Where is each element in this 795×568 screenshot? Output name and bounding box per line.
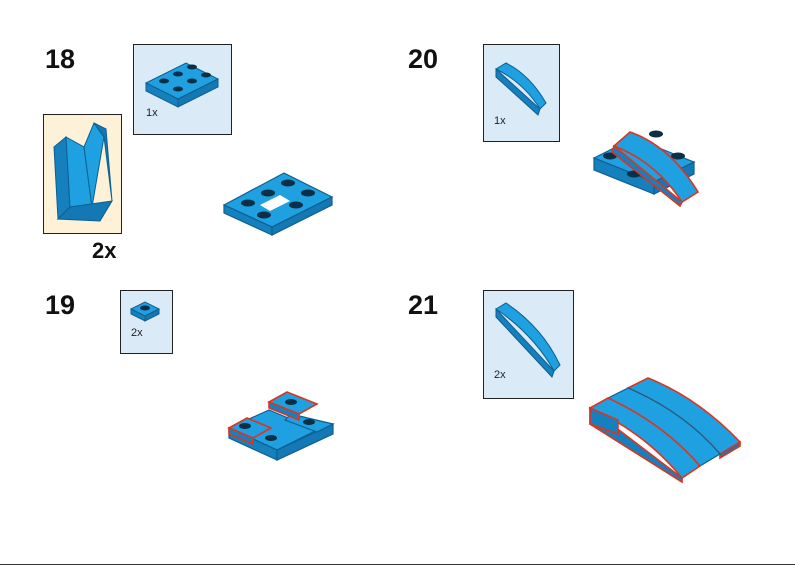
- callout-quantity: 1x: [146, 107, 158, 119]
- step-21-assembly-model: [588, 374, 748, 484]
- parts-callout-step-20: 1x: [483, 44, 560, 142]
- step-number-21: 21: [408, 292, 438, 319]
- parts-callout-step-18: 1x: [133, 44, 232, 135]
- subassembly-quantity: 2x: [92, 238, 116, 264]
- parts-callout-step-19: 2x: [120, 290, 173, 354]
- curved-slope-part-icon: [484, 45, 561, 143]
- step-number-20: 20: [408, 46, 438, 73]
- callout-quantity: 2x: [494, 369, 506, 381]
- step-number-18: 18: [45, 46, 75, 73]
- step-number-19: 19: [45, 292, 75, 319]
- step-20-assembly-model: [590, 122, 705, 207]
- parts-callout-step-21: 2x: [483, 290, 574, 399]
- slope-wedge-part-icon: [44, 115, 123, 235]
- page-bottom-divider: [0, 564, 795, 565]
- step-18-assembly-model: [220, 165, 340, 235]
- callout-quantity: 1x: [494, 115, 506, 127]
- callout-quantity: 2x: [131, 327, 143, 339]
- subassembly-callout-step-18: [43, 114, 122, 234]
- step-19-assembly-model: [225, 388, 340, 468]
- plate-1x1-part-icon: [121, 291, 174, 355]
- long-curved-slope-part-icon: [484, 291, 575, 400]
- plate-cutout-part-icon: [134, 45, 233, 136]
